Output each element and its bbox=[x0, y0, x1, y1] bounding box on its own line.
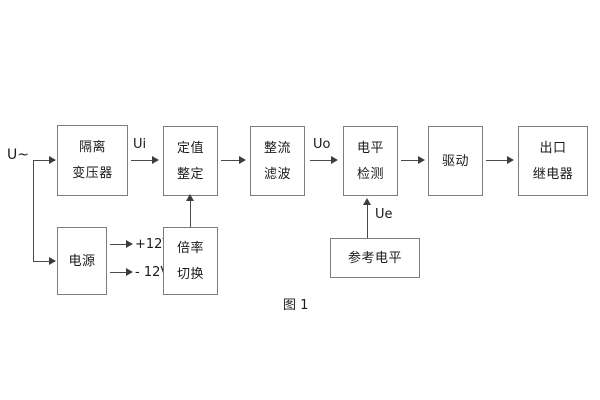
rail-positive-arrow bbox=[126, 240, 133, 248]
signal-label-uo: Uo bbox=[313, 137, 331, 152]
block-output-relay-line2: 继电器 bbox=[532, 166, 574, 182]
block-rectify-filter-line2: 滤波 bbox=[263, 166, 291, 182]
block-isolation-transformer-line1: 隔离 bbox=[78, 140, 106, 155]
signal-label-ui: Ui bbox=[133, 137, 147, 152]
block-level-detect-line2: 检测 bbox=[356, 166, 384, 182]
setting-to-rectify-arrow bbox=[239, 156, 246, 164]
input-feed-line-bottom bbox=[33, 261, 55, 262]
signal-ui-arrow bbox=[152, 156, 159, 164]
signal-uo-line bbox=[310, 160, 335, 161]
rail-negative-label: - 12V bbox=[135, 265, 170, 280]
block-output-relay-line1: 出口 bbox=[539, 140, 567, 156]
input-label-u-ac: U~ bbox=[7, 147, 29, 163]
multiplier-to-setting-arrow bbox=[186, 194, 194, 201]
drive-to-relay-arrow bbox=[507, 156, 514, 164]
block-drive-line1: 驱动 bbox=[441, 153, 469, 169]
block-setting-value[interactable]: 定值 整定 bbox=[163, 126, 218, 196]
rail-negative-arrow bbox=[126, 268, 133, 276]
level-to-drive-arrow bbox=[418, 156, 425, 164]
input-arrow-to-isolation-transformer bbox=[49, 156, 56, 164]
block-power-supply[interactable]: 电源 bbox=[57, 227, 107, 295]
rail-positive-label: +12V bbox=[135, 237, 172, 252]
input-feed-line-top bbox=[33, 160, 55, 161]
block-power-supply-line1: 电源 bbox=[68, 253, 96, 269]
block-setting-value-line1: 定值 bbox=[176, 140, 204, 156]
signal-label-ue: Ue bbox=[375, 207, 393, 222]
block-rectify-filter-line1: 整流 bbox=[263, 140, 291, 156]
block-level-detect-line1: 电平 bbox=[356, 140, 384, 156]
block-multiplier-switch-line2: 切换 bbox=[176, 266, 204, 282]
block-isolation-transformer[interactable]: 隔离 变压器 bbox=[57, 125, 128, 196]
input-trunk-vertical-line bbox=[33, 160, 34, 261]
input-arrow-to-power-supply bbox=[49, 257, 56, 265]
block-reference-level-line1: 参考电平 bbox=[347, 250, 402, 266]
block-level-detect[interactable]: 电平 检测 bbox=[343, 126, 398, 196]
signal-ue-line bbox=[367, 204, 368, 238]
block-reference-level[interactable]: 参考电平 bbox=[330, 238, 420, 278]
block-rectify-filter[interactable]: 整流 滤波 bbox=[250, 126, 305, 196]
block-setting-value-line2: 整定 bbox=[176, 166, 204, 182]
signal-ue-arrow bbox=[363, 198, 371, 205]
block-drive[interactable]: 驱动 bbox=[428, 126, 483, 196]
block-multiplier-switch-line1: 倍率 bbox=[176, 240, 204, 256]
rail-negative-line bbox=[110, 272, 129, 273]
figure-caption: 图 1 bbox=[283, 298, 309, 313]
drive-to-relay-line bbox=[486, 160, 511, 161]
block-multiplier-switch[interactable]: 倍率 切换 bbox=[163, 227, 218, 295]
rail-positive-line bbox=[110, 244, 129, 245]
setting-to-rectify-line bbox=[221, 160, 243, 161]
block-output-relay[interactable]: 出口 继电器 bbox=[518, 126, 588, 196]
level-to-drive-line bbox=[401, 160, 423, 161]
signal-ui-line bbox=[131, 160, 155, 161]
block-isolation-transformer-line2: 变压器 bbox=[72, 166, 113, 181]
signal-uo-arrow bbox=[331, 156, 338, 164]
multiplier-to-setting-line bbox=[190, 200, 191, 227]
